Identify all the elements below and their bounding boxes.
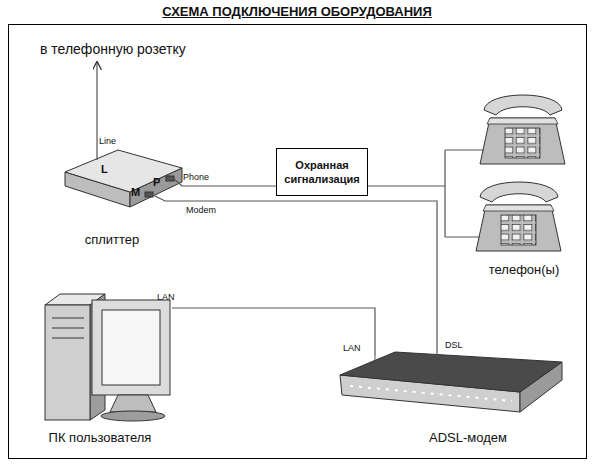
splitter-drawing bbox=[65, 118, 190, 207]
port-letter: L bbox=[101, 163, 108, 175]
phones-node: телефон(ы) bbox=[476, 80, 582, 282]
port-name: Modem bbox=[186, 205, 216, 216]
node-label: ADSL-модем bbox=[429, 430, 507, 446]
modem-node: ADSL-модем bbox=[338, 356, 566, 450]
wire-connector bbox=[368, 150, 484, 237]
socket-label: в телефонную розетку bbox=[38, 40, 188, 59]
port-name: DSL bbox=[445, 340, 463, 351]
splitter-node: сплиттер bbox=[60, 118, 190, 252]
port-name: Phone bbox=[183, 172, 209, 183]
port-letter: P bbox=[153, 176, 160, 188]
wire-connector bbox=[172, 308, 375, 356]
node-label: в телефонную розетку bbox=[40, 41, 186, 58]
diagram-title: СХЕМА ПОДКЛЮЧЕНИЯ ОБОРУДОВАНИЯ bbox=[0, 4, 594, 20]
node-label: ПК пользователя bbox=[49, 430, 152, 446]
node-label: сплиттер bbox=[85, 232, 140, 248]
node-label: телефон(ы) bbox=[489, 262, 560, 278]
box-text: Охранная сигнализация bbox=[281, 158, 363, 186]
pc-drawing bbox=[45, 294, 170, 421]
modem-drawing bbox=[340, 352, 562, 412]
wire-connector bbox=[190, 185, 276, 186]
port-name: Line bbox=[99, 136, 116, 147]
wire-connector bbox=[190, 201, 437, 356]
phone-drawing bbox=[480, 95, 565, 164]
port-name: LAN bbox=[343, 343, 361, 354]
port-letter: M bbox=[131, 186, 140, 198]
pc-node: ПК пользователя bbox=[35, 288, 172, 450]
phone-drawing bbox=[476, 182, 561, 251]
alarm-box: Охранная сигнализация bbox=[276, 148, 368, 196]
wire-connector bbox=[96, 62, 97, 118]
port-name: LAN bbox=[157, 292, 175, 303]
frame bbox=[9, 25, 587, 459]
